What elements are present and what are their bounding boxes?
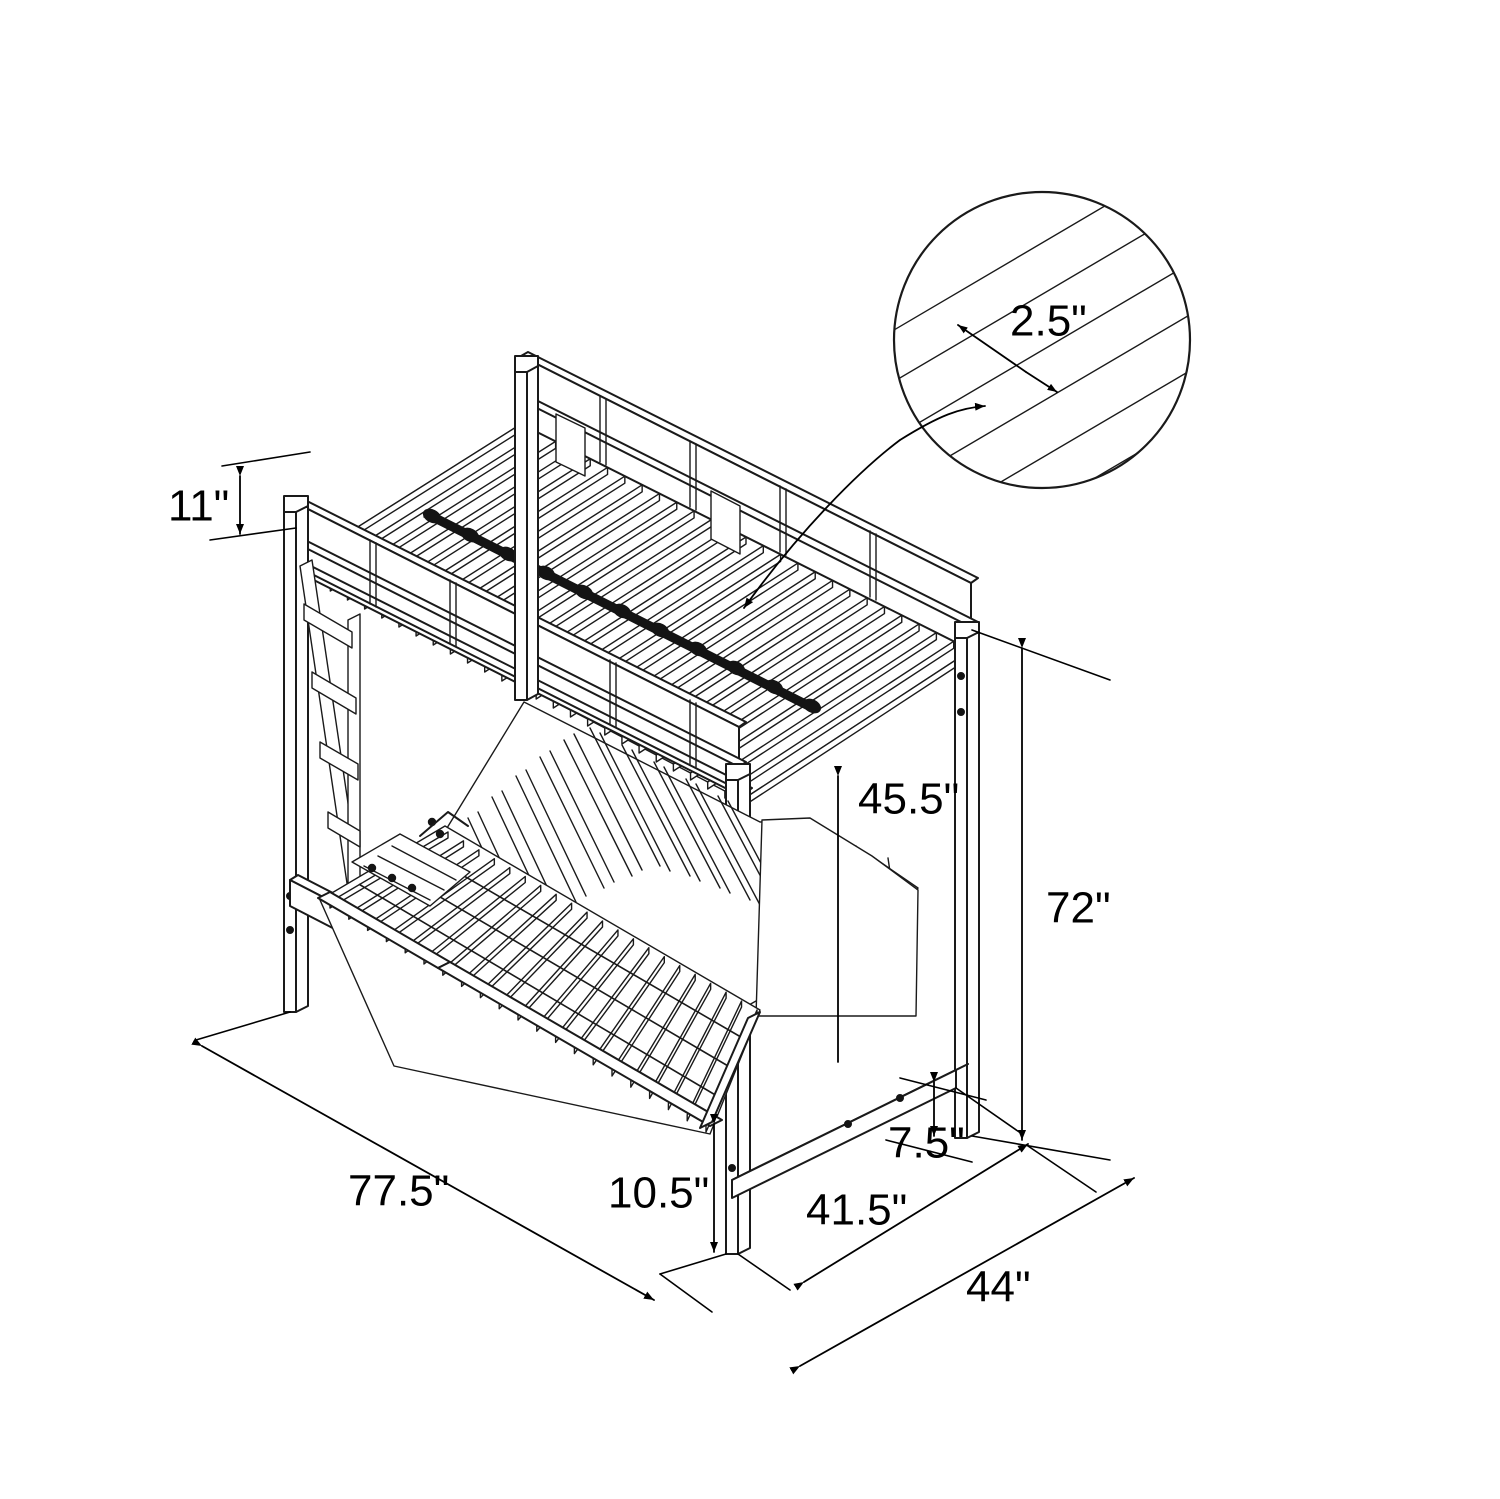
corner-post-left-back — [514, 355, 539, 701]
dimension-guard-rail-height: 11" — [168, 451, 311, 541]
upper-bunk-far-guard-rail — [520, 351, 979, 651]
dim-label-upper-bunk-width: 41.5" — [806, 1186, 907, 1235]
dim-label-leg-clearance: 10.5" — [608, 1169, 709, 1218]
dimension-overall-width: 44" — [659, 1145, 1135, 1375]
dim-label-overall-height: 72" — [1046, 884, 1111, 933]
dimension-overall-length: 77.5" — [191, 1011, 727, 1301]
futon-hinge-mechanism — [351, 811, 471, 907]
futon-back-frame — [446, 701, 919, 1017]
dim-label-overall-length: 77.5" — [348, 1167, 449, 1216]
dimension-overall-height: 72" — [971, 629, 1111, 1161]
dim-label-seat-height: 7.5" — [888, 1119, 965, 1168]
corner-post-right-back — [954, 621, 980, 1139]
dimension-leg-clearance: 10.5" — [608, 1114, 718, 1253]
dimension-upper-bunk-height: 45.5" — [834, 766, 959, 1063]
dim-label-overall-width: 44" — [966, 1263, 1031, 1312]
detail-leader-line — [743, 402, 986, 609]
lower-base-rails — [731, 1063, 969, 1199]
dim-label-guard-rail-height: 11" — [168, 482, 229, 531]
dim-label-slat-spacing: 2.5" — [1010, 297, 1087, 346]
dim-label-upper-bunk-height: 45.5" — [858, 775, 959, 824]
ladder — [299, 559, 361, 897]
slat-spacing-detail-circle: 2.5" — [892, 190, 1192, 490]
